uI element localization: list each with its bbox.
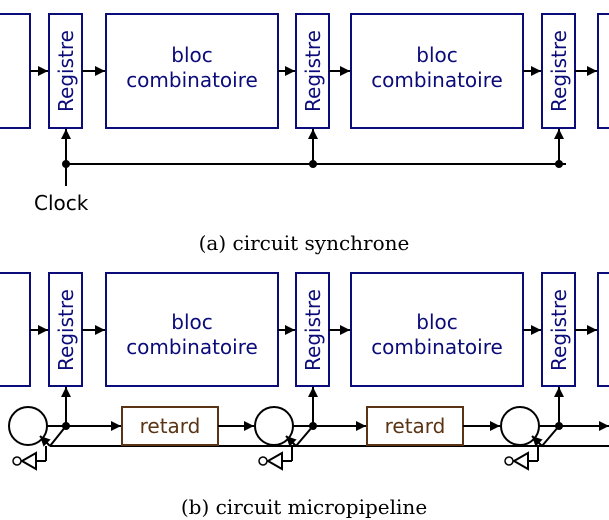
delay-label-1: retard [140, 414, 201, 438]
combinational-block-1 [105, 13, 279, 129]
ack-arrow-2 [285, 435, 297, 447]
micropipeline-circuit: bloc combinatoire bloc combinatoire Regi… [0, 272, 609, 519]
register-label-b1: Registre [54, 289, 78, 371]
clock-junction-1 [62, 160, 70, 168]
inverter-2 [265, 451, 283, 471]
inverter-3 [511, 451, 529, 471]
inverter-bubble-3 [504, 456, 514, 466]
combinational-label-b2a: bloc [416, 310, 457, 334]
combinational-label-1b: combinatoire [126, 68, 258, 92]
combinational-block-b2 [350, 272, 524, 387]
combinational-label-b1b: combinatoire [126, 335, 258, 359]
clock-junction-3 [555, 160, 563, 168]
combinational-label-b1a: bloc [171, 310, 212, 334]
next-block-edge [597, 13, 609, 129]
delay-label-2: retard [385, 414, 446, 438]
register-label-3: Registre [547, 30, 571, 112]
combinational-block-b1 [105, 272, 279, 387]
register-b2 [295, 272, 330, 387]
register-label-2: Registre [301, 30, 325, 112]
next-block-edge-b [597, 272, 609, 387]
delay-block-2 [366, 406, 464, 446]
register-label-b3: Registre [547, 289, 571, 371]
c-element-1 [8, 406, 48, 446]
previous-block-edge [0, 13, 31, 129]
delay-block-1 [121, 406, 219, 446]
ack-arrow-3 [531, 435, 543, 447]
combinational-label-2b: combinatoire [371, 68, 503, 92]
clock-junction-2 [309, 160, 317, 168]
caption-b: (b) circuit micropipeline [181, 495, 427, 519]
register-label-1: Registre [54, 30, 78, 112]
combinational-label-1a: bloc [171, 43, 212, 67]
combinational-label-b2b: combinatoire [371, 335, 503, 359]
inverter-bubble-2 [258, 456, 268, 466]
register-label-b2: Registre [301, 289, 325, 371]
caption-a: (a) circuit synchrone [199, 231, 410, 255]
register-1 [48, 13, 83, 129]
ack-branch-1 [49, 425, 67, 447]
register-3 [541, 13, 576, 129]
ack-arrow-1 [39, 435, 51, 447]
combinational-label-2a: bloc [416, 43, 457, 67]
inverter-bubble-1 [12, 456, 22, 466]
synchronous-circuit: bloc combinatoire bloc combinatoire Regi… [0, 13, 609, 255]
combinational-block-2 [350, 13, 524, 129]
c-element-2 [254, 406, 294, 446]
inverter-1 [19, 451, 37, 471]
ack-branch-2 [295, 425, 314, 447]
c-element-3 [500, 406, 540, 446]
previous-block-edge-b [0, 272, 31, 387]
ack-branch-3 [541, 425, 560, 447]
clock-label: Clock [34, 191, 89, 215]
